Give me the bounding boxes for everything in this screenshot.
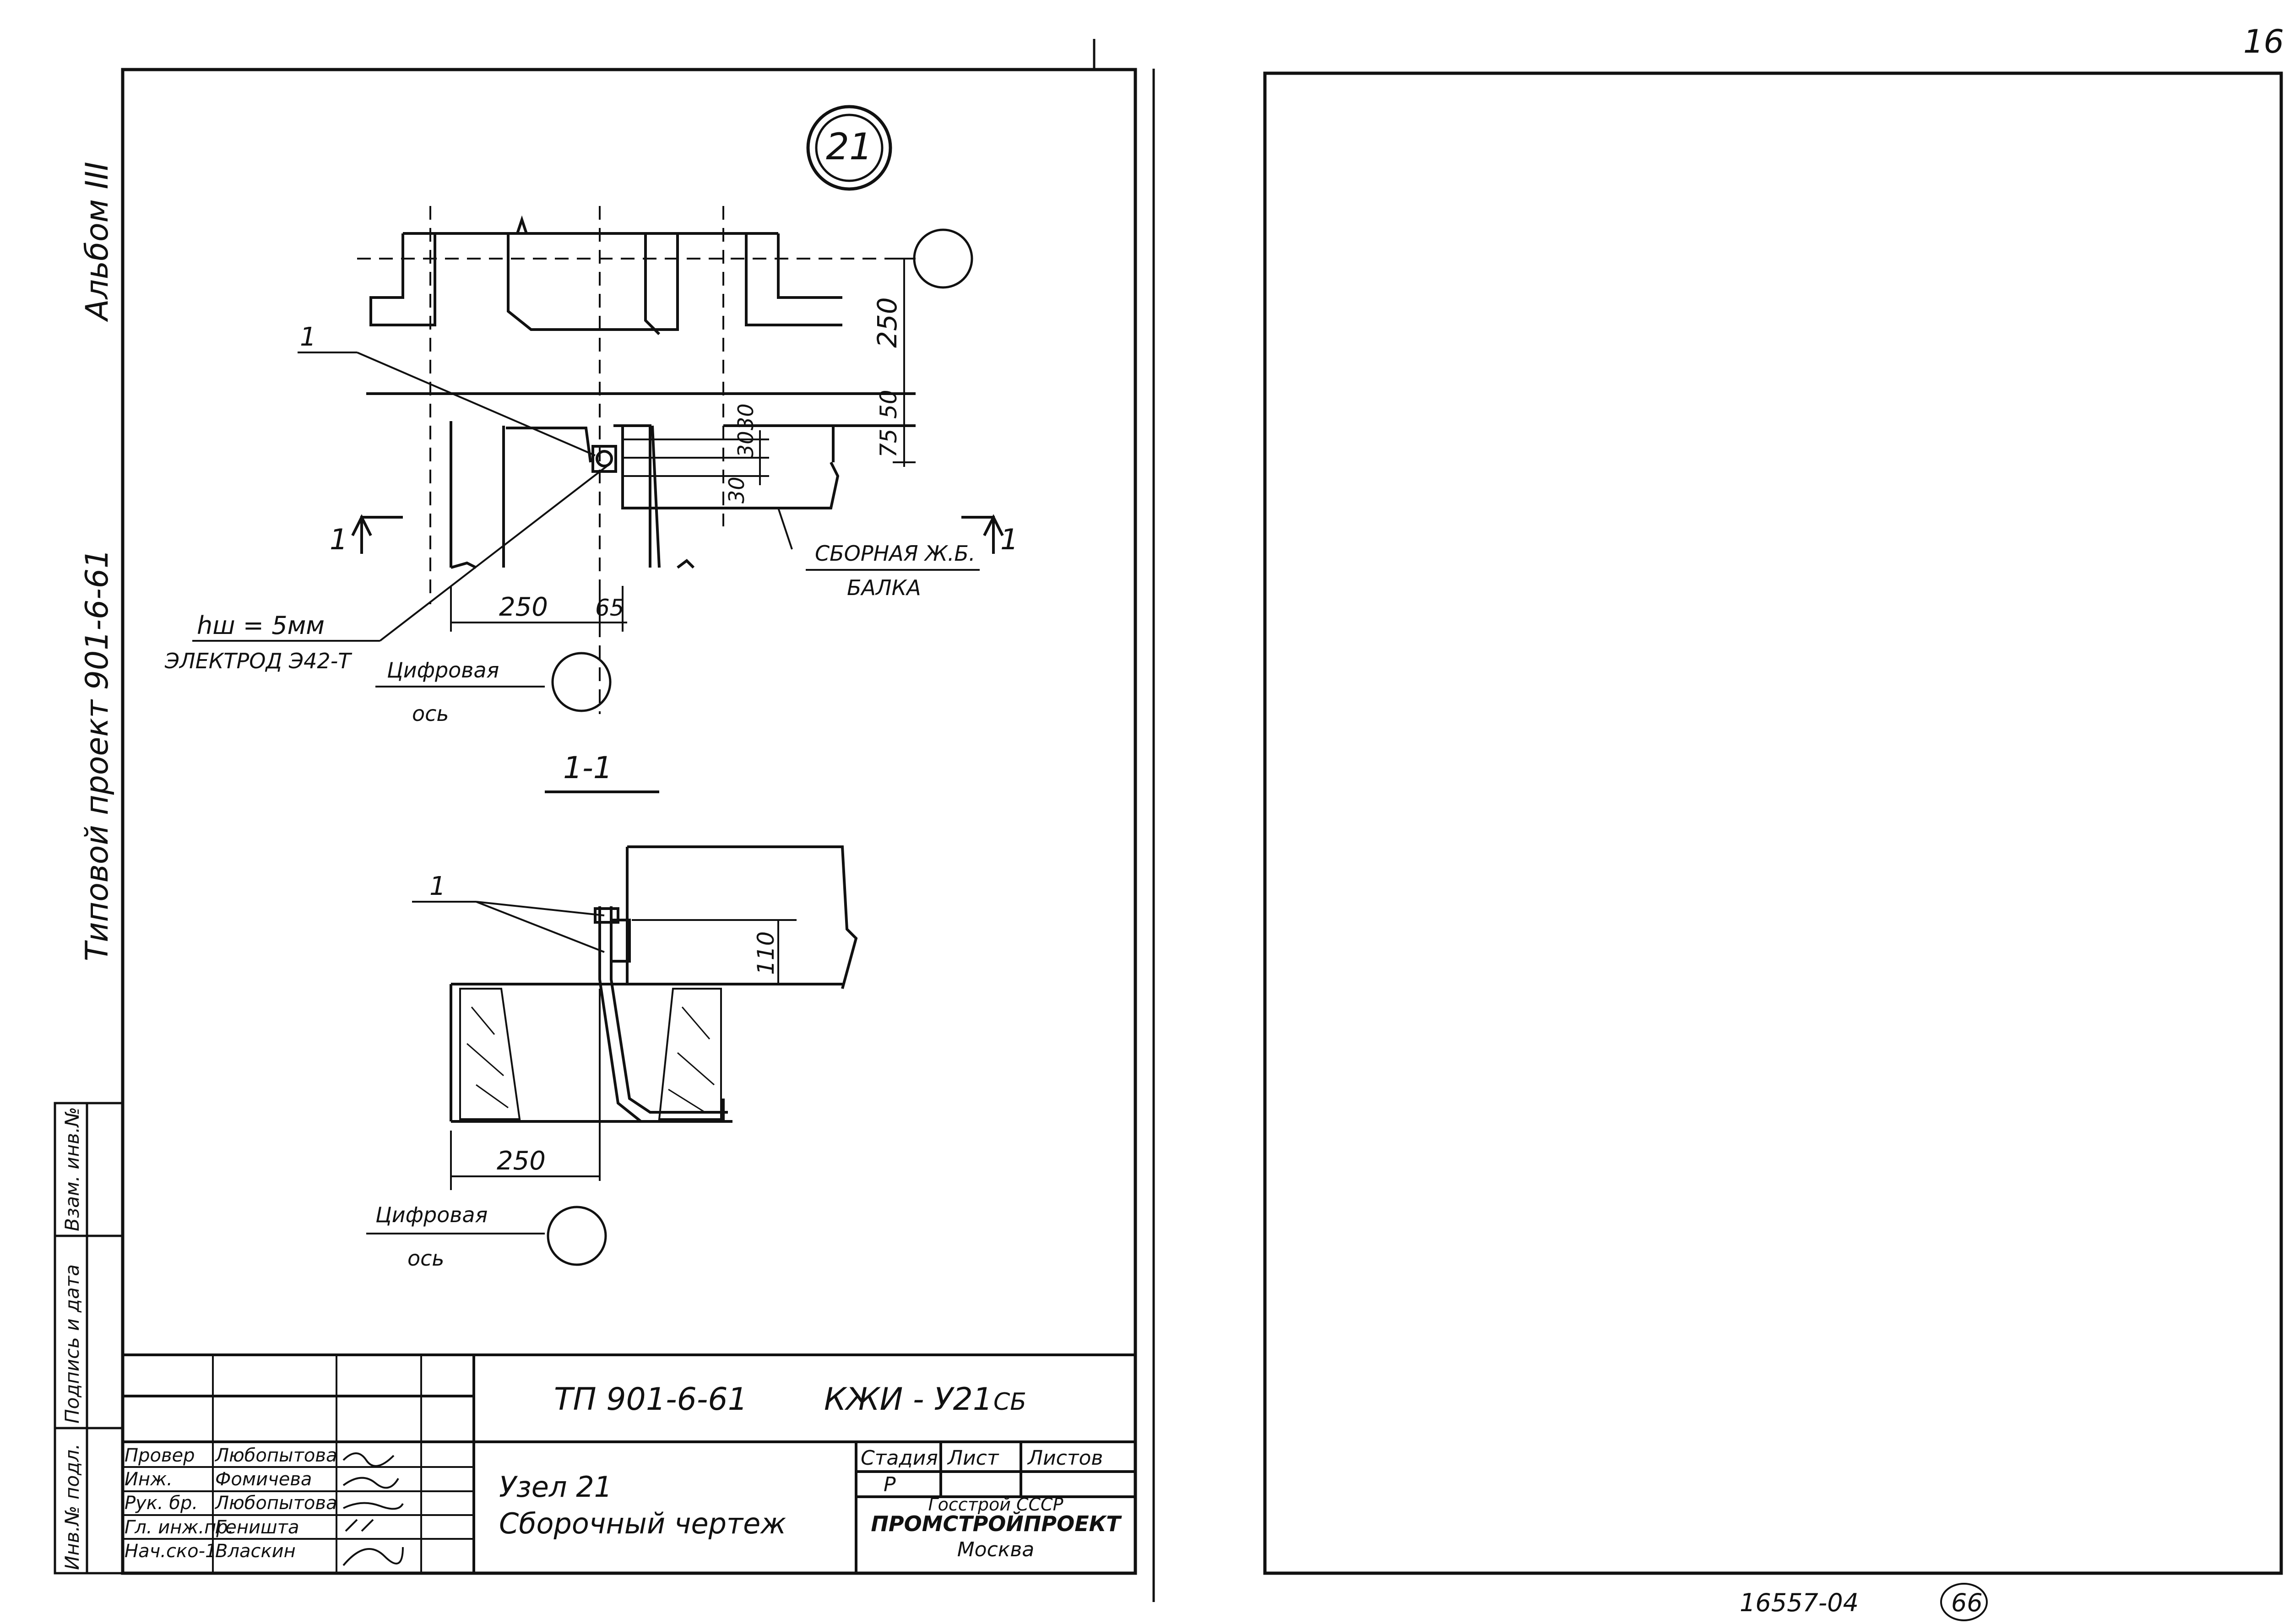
role-2: Рук. бр. <box>125 1493 198 1514</box>
name-2: Любопытова <box>214 1493 337 1514</box>
title-block: ТП 901-6-61 КЖИ - У21 СБ Провер Инж. Рук… <box>123 1353 1135 1573</box>
org-line-3: Москва <box>957 1538 1035 1561</box>
node-marker: 21 <box>806 105 892 191</box>
plan-axis-label-1: Цифровая <box>387 658 499 682</box>
dim-65: 65 <box>595 595 624 621</box>
weld-size-label: hш = 5мм <box>197 611 325 640</box>
dim-30b: 30 <box>733 403 758 430</box>
name-4: Власкин <box>215 1541 296 1562</box>
inv-repl-label: Взам. инв.№ <box>61 1107 83 1231</box>
upper-profiles <box>369 215 842 336</box>
section-title: 1-1 <box>563 750 613 785</box>
album-label: Альбом III <box>79 162 115 322</box>
leader-1-plan: 1 <box>300 322 316 352</box>
axis-bubble-plan <box>551 652 612 712</box>
inv-orig-label: Инв.№ подл. <box>61 1444 83 1570</box>
dim-250-vertical: 250 <box>872 297 903 348</box>
title-line-1: Узел 21 <box>499 1470 612 1504</box>
dim-250-horizontal: 250 <box>499 592 548 622</box>
anchor-bar <box>594 906 728 1123</box>
doc-mark: КЖИ - У21 <box>824 1381 993 1418</box>
section-mark-right: 1 <box>1000 523 1018 556</box>
dim-30a: 30 <box>733 431 758 458</box>
section-axis-label-1: Цифровая <box>375 1202 488 1227</box>
dim-lines-vertical <box>623 258 916 485</box>
side-stamp: Альбом III Типовой проект 901-6-61 Инв.№… <box>54 162 124 1575</box>
dim-50: 50 <box>875 390 902 419</box>
section-marks <box>351 514 1004 554</box>
precast-beam <box>626 845 858 989</box>
role-1: Инж. <box>125 1469 173 1490</box>
page-number-ring <box>1940 1583 1988 1621</box>
page-number: 66 <box>1951 1588 1983 1617</box>
org-line-1: Госстрой СССР <box>928 1494 1063 1515</box>
name-0: Любопытова <box>214 1445 337 1466</box>
dim-250-section: 250 <box>497 1146 546 1176</box>
plan-view: 250 50 75 30 30 30 250 65 1 1 1 hш = 5мм… <box>164 206 1018 726</box>
axis-bubble-section <box>547 1206 607 1266</box>
role-4: Нач.ско-1 <box>125 1541 217 1562</box>
stage-header: Стадия <box>861 1446 938 1470</box>
electrode-label: ЭЛЕКТРОД Э42-Т <box>164 649 353 673</box>
section-axis-label-2: ось <box>407 1246 445 1271</box>
walls <box>450 983 751 1123</box>
dim-30c: 30 <box>724 476 749 503</box>
corner-mark: 16 <box>2243 23 2284 60</box>
doc-code: ТП 901-6-61 <box>554 1381 748 1418</box>
stage-value: Р <box>884 1473 896 1496</box>
node-number: 21 <box>826 125 873 168</box>
role-3: Гл. инж.пр. <box>125 1517 233 1538</box>
axis-bubble-top <box>913 228 973 289</box>
org-line-2: ПРОМСТРОЙПРОЕКТ <box>871 1511 1122 1536</box>
project-label: Типовой проект 901-6-61 <box>79 549 115 961</box>
sheets-header: Листов <box>1027 1446 1103 1470</box>
section-leaders <box>412 901 797 1190</box>
leader-1-section: 1 <box>429 872 446 901</box>
role-0: Провер <box>125 1445 195 1466</box>
sheet-header: Лист <box>947 1446 999 1470</box>
dim-75: 75 <box>875 428 902 458</box>
dim-lines-horizontal <box>450 586 627 632</box>
beam-label-2: БАЛКА <box>847 575 921 600</box>
section-view: 1-1 <box>366 750 858 1271</box>
archive-number: 16557-04 <box>1740 1588 1859 1617</box>
plan-axis-label-2: ось <box>412 701 449 726</box>
left-sheet-frame <box>121 68 1137 1575</box>
leaders <box>192 352 793 642</box>
doc-mark-suffix: СБ <box>993 1388 1026 1416</box>
section-mark-left: 1 <box>330 523 347 556</box>
title-line-2: Сборочный чертеж <box>499 1507 786 1540</box>
name-3: Геништа <box>215 1517 299 1538</box>
beam-label-1: СБОРНАЯ Ж.Б. <box>815 541 976 566</box>
dim-110: 110 <box>753 931 779 975</box>
sign-date-label: Подпись и дата <box>61 1264 83 1424</box>
signatures <box>342 1452 404 1566</box>
right-sheet-frame <box>1263 71 2283 1575</box>
name-1: Фомичева <box>215 1469 312 1490</box>
